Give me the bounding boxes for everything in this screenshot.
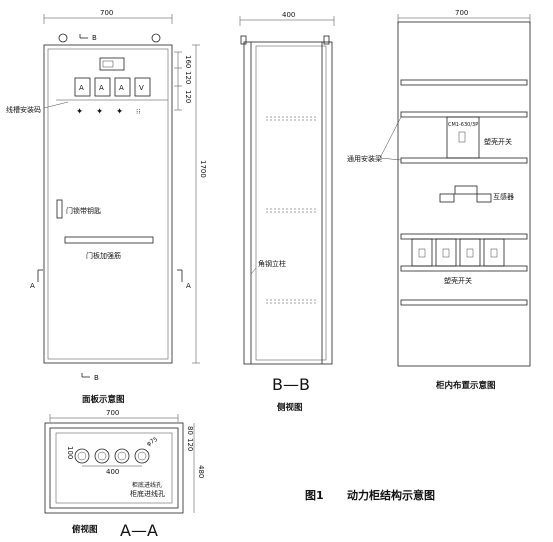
- breaker-model: CM1-630/3P: [448, 122, 478, 128]
- side-dim-2: 120: [186, 438, 194, 451]
- rail-3: [400, 157, 528, 164]
- figure-title: 动力柜结构示意图: [347, 488, 435, 502]
- rail-4: [400, 233, 528, 240]
- branch-breaker-1: [411, 238, 433, 267]
- svg-text:✦: ✦: [116, 107, 123, 117]
- side-view: 400 角钢立柱 B—B 侧视图: [239, 11, 335, 413]
- section-title-bb: B—B: [272, 375, 310, 394]
- ammeter-1: [74, 77, 91, 97]
- label-angle-steel: 角钢立柱: [258, 259, 286, 268]
- section-a-right: A: [186, 282, 191, 290]
- label-reinforce: 门板加强筋: [86, 251, 121, 260]
- meter-window: [99, 57, 125, 71]
- layout-width-dim: 700: [455, 9, 468, 17]
- front-cabinet-outline: [43, 44, 173, 364]
- lifting-eye-left: [58, 33, 68, 43]
- entry-hole-2: [94, 448, 110, 464]
- section-b-bottom: B: [94, 374, 99, 382]
- svg-text:V: V: [139, 84, 144, 92]
- caption-layout: 柜内布置示意图: [435, 380, 496, 391]
- side-cabinet-outline: [243, 41, 333, 365]
- front-height-dim: 1700: [199, 160, 207, 178]
- meter-dim-1: 160: [184, 55, 192, 68]
- lifting-eye-right: [151, 33, 161, 43]
- voltmeter: [134, 77, 151, 97]
- rail-5: [400, 265, 528, 272]
- ammeter-2: [94, 77, 111, 97]
- rail-6: [400, 299, 528, 306]
- layout-view: 700 CM1-630/3P 塑壳开关 互感器 塑壳开关 通用安装梁: [347, 9, 531, 391]
- entry-hole-4: [134, 448, 150, 464]
- plan-depth-dim: 480: [197, 465, 205, 478]
- ammeter-3: [114, 77, 131, 97]
- side-width-dim: 400: [282, 11, 295, 19]
- branch-breaker-2: [435, 238, 457, 267]
- meter-dim-2: 120: [184, 71, 192, 84]
- plan-view: 700 400 100 80 120 480 φ75 柜底进线孔 柜底进线孔 俯…: [44, 409, 205, 540]
- ct-right: [476, 193, 492, 203]
- ct-top: [454, 185, 478, 195]
- caption-side: 侧视图: [276, 402, 303, 413]
- svg-text:✦: ✦: [76, 107, 83, 117]
- branch-breaker-4: [483, 238, 505, 267]
- entry-hole-3: [114, 448, 130, 464]
- front-panel-view: 700 B A A A V ✦ ✦ ✦ ⁝⁝ 160: [6, 9, 207, 405]
- label-hole-dia: φ75: [146, 436, 160, 448]
- svg-text:✦: ✦: [96, 107, 103, 117]
- label-rail: 通用安装梁: [347, 154, 382, 163]
- door-reinforcement-bar: [64, 236, 154, 244]
- branch-breaker-3: [459, 238, 481, 267]
- label-breaker-bottom: 塑壳开关: [444, 276, 472, 285]
- ct-left: [439, 193, 455, 203]
- main-breaker: [446, 116, 480, 159]
- entry-hole-1: [74, 448, 90, 464]
- side-dim-1: 80: [186, 426, 194, 435]
- label-ct: 互感器: [493, 192, 514, 201]
- label-breaker-top: 塑壳开关: [484, 137, 512, 146]
- section-b-top: B: [92, 34, 97, 42]
- label-entry-2: 柜底进线孔: [130, 489, 165, 498]
- section-title-aa: A—A: [120, 521, 158, 540]
- caption-plan: 俯视图: [72, 524, 98, 535]
- label-wireway: 线槽安装码: [6, 105, 41, 114]
- offset-dim: 100: [66, 446, 74, 459]
- figure-number: 图1: [305, 489, 324, 502]
- label-entry-1: 柜底进线孔: [132, 481, 162, 489]
- svg-text:A: A: [79, 84, 84, 92]
- caption-front: 面板示意图: [82, 394, 125, 405]
- rail-1: [400, 79, 528, 86]
- section-a-left: A: [30, 282, 35, 290]
- plan-width-dim: 700: [106, 409, 119, 417]
- label-lock: 门锁带钥匙: [66, 206, 101, 215]
- svg-text:⁝⁝: ⁝⁝: [136, 108, 140, 116]
- meter-dim-3: 120: [184, 90, 192, 103]
- door-lock: [56, 199, 63, 219]
- svg-text:A: A: [99, 84, 104, 92]
- layout-cabinet-outline: [397, 21, 531, 367]
- rail-2: [400, 111, 528, 118]
- svg-text:A: A: [119, 84, 124, 92]
- front-width-dim: 700: [100, 9, 113, 17]
- hole-spacing-dim: 400: [106, 468, 119, 476]
- plan-outline: [44, 422, 184, 514]
